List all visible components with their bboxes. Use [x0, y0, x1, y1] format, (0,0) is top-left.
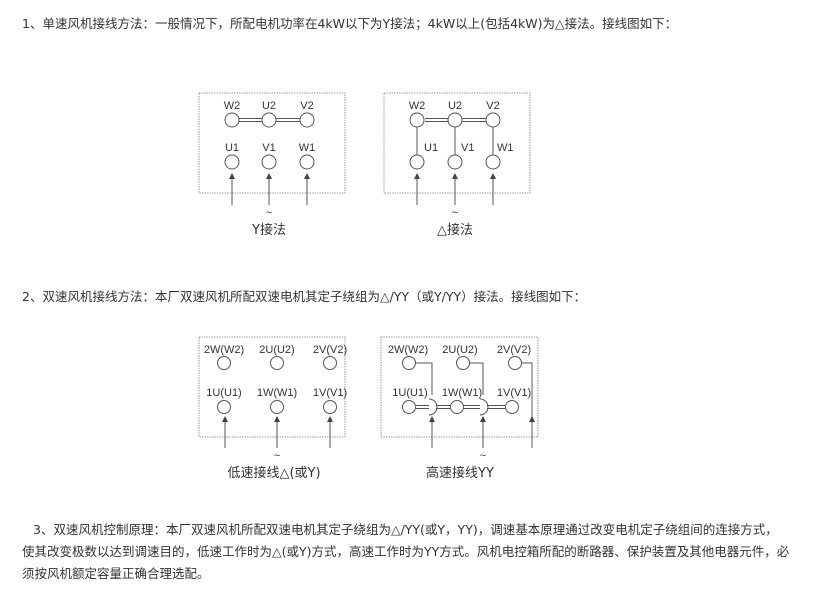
terminal-v1 — [447, 154, 463, 170]
terminal-label: 2U(U2) — [259, 344, 294, 356]
terminal-v2 — [299, 112, 315, 128]
terminal-label: W1 — [299, 142, 316, 154]
terminal-label: V1 — [461, 142, 474, 154]
terminal-label: U2 — [262, 100, 276, 112]
terminal-label: U1 — [424, 142, 438, 154]
terminal-label: 1V(V1) — [313, 387, 347, 399]
terminal-1u — [402, 400, 416, 414]
terminal-2w — [217, 356, 231, 370]
terminal-label: 2V(V2) — [497, 344, 531, 356]
terminal-label: 1V(V1) — [497, 387, 531, 399]
section3-line-3: 须按风机额定容量正确合理选配。 — [22, 566, 210, 581]
terminal-1u — [217, 400, 231, 414]
terminal-v1 — [261, 154, 277, 170]
section2-text: 2、双速风机接线方法：本厂双速风机所配双速电机其定子绕组为△/YY（或Y/YY）… — [22, 289, 587, 304]
terminal-2w — [402, 356, 416, 370]
ac-tilde: ~ — [274, 450, 280, 462]
terminal-1v — [505, 400, 519, 414]
terminal-u2 — [261, 112, 277, 128]
diagram-caption: 低速接线△(或Y) — [227, 465, 320, 481]
terminal-label: 1W(W1) — [442, 387, 482, 399]
terminal-label: 2W(W2) — [388, 344, 428, 356]
section3-line-2: 使其改变极数以达到调速目的，低速工作时为△(或Y)方式，高速工作时为YY方式。风… — [22, 544, 790, 559]
terminal-label: U1 — [225, 142, 239, 154]
terminal-box — [198, 336, 346, 438]
terminal-2v — [508, 356, 522, 370]
terminal-1w — [450, 400, 464, 414]
terminal-u2 — [447, 112, 463, 128]
terminal-label: V2 — [300, 100, 313, 112]
terminal-u1 — [224, 154, 240, 170]
terminal-label: W1 — [497, 142, 514, 154]
terminal-u1 — [409, 154, 425, 170]
terminal-label: V2 — [486, 100, 499, 112]
terminal-w2 — [409, 112, 425, 128]
diagram-caption: △接法 — [437, 222, 473, 238]
terminal-w2 — [224, 112, 240, 128]
terminal-w1 — [299, 154, 315, 170]
diagram-caption: 高速接线YY — [426, 465, 494, 481]
terminal-w1 — [485, 154, 501, 170]
terminal-box — [380, 336, 539, 438]
section3-line-1: 3、双速风机控制原理：本厂双速风机所配双速电机其定子绕组为△/YY(或Y，YY)… — [33, 522, 778, 537]
section1-text: 1、单速风机接线方法：一般情况下，所配电机功率在4kW以下为Y接法；4kW以上(… — [22, 16, 678, 31]
terminal-label: 2U(U2) — [442, 344, 477, 356]
terminal-label: 1U(U1) — [206, 387, 241, 399]
terminal-v2 — [485, 112, 501, 128]
terminal-box — [198, 92, 346, 194]
terminal-2v — [323, 356, 337, 370]
diagram-caption: Y接法 — [251, 222, 286, 238]
terminal-label: U2 — [448, 100, 462, 112]
diagram-y-connection — [198, 92, 346, 205]
terminal-label: W2 — [409, 100, 426, 112]
terminal-label: 1U(U1) — [392, 387, 427, 399]
diagram-low-speed — [198, 336, 346, 448]
terminal-box — [383, 92, 531, 194]
terminal-label: 2V(V2) — [313, 344, 347, 356]
terminal-2u — [456, 356, 470, 370]
terminal-2u — [270, 356, 284, 370]
diagram-high-speed — [380, 336, 539, 448]
diagram-delta-connection — [383, 92, 531, 205]
terminal-1v — [323, 400, 337, 414]
terminal-label: V1 — [262, 142, 275, 154]
terminal-label: 2W(W2) — [204, 344, 244, 356]
ac-tilde: ~ — [480, 450, 486, 462]
terminal-label: 1W(W1) — [257, 387, 297, 399]
terminal-label: W2 — [224, 100, 241, 112]
terminal-1w — [270, 400, 284, 414]
ac-tilde: ~ — [266, 207, 272, 219]
ac-tilde: ~ — [452, 207, 458, 219]
